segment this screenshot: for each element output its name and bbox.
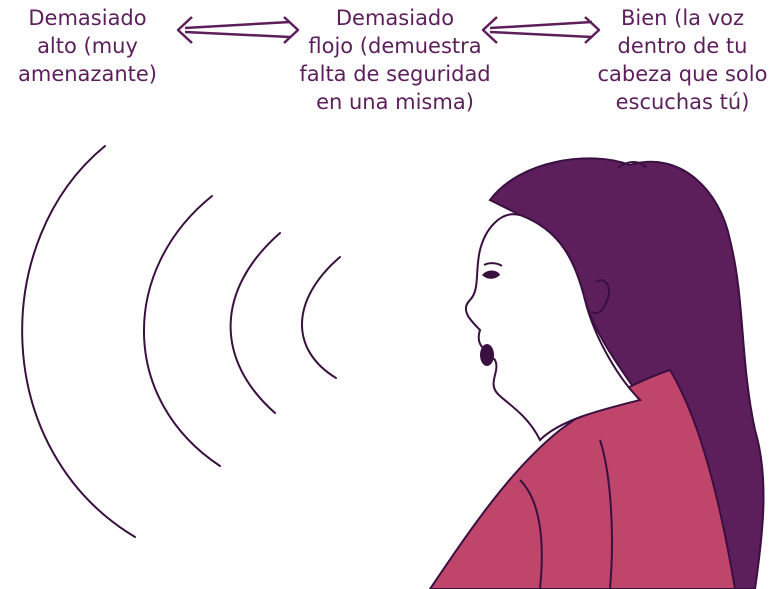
label-too-loud: Demasiado alto (muy amenazante) xyxy=(18,6,157,86)
double-arrow-icon xyxy=(481,16,601,44)
woman-figure xyxy=(428,157,765,589)
double-arrow-icon xyxy=(176,16,300,44)
sound-wave-icon xyxy=(21,145,341,538)
face xyxy=(464,213,642,442)
label-just-right: Bien (la voz dentro de tu cabeza que sol… xyxy=(597,6,768,114)
label-too-soft: Demasiado flojo (demuestra falta de segu… xyxy=(299,6,491,114)
